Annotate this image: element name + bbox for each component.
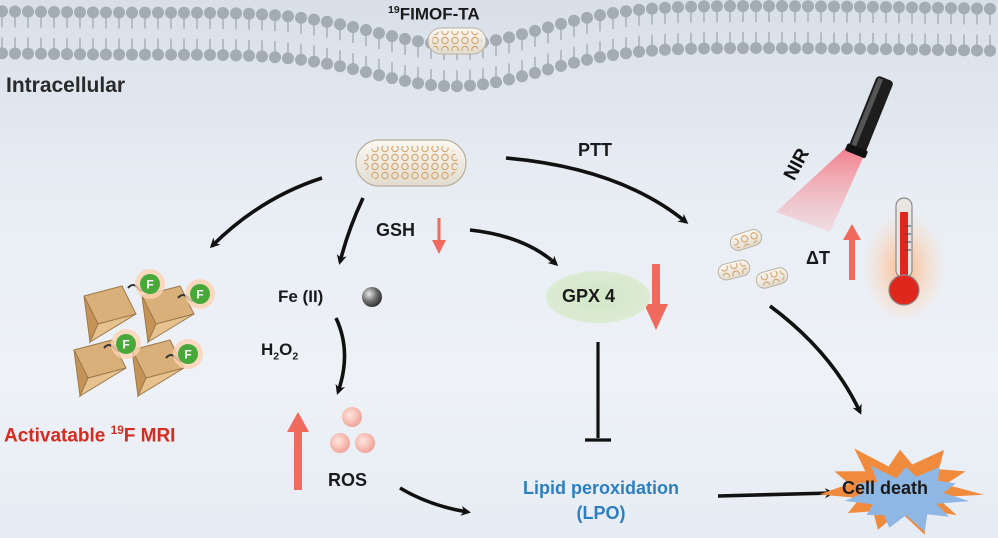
nir-laser: [776, 76, 893, 232]
cell-membrane: [0, 0, 996, 93]
lpo-label: Lipid peroxidation (LPO): [489, 478, 713, 524]
cell-death-burst-inner: [844, 466, 970, 532]
intracellular-label: Intracellular: [6, 74, 126, 97]
gpx4-label: GPX 4: [562, 286, 616, 306]
fluorine-label: F: [122, 338, 129, 352]
gpx4-decrease-arrow: [644, 264, 668, 330]
arrow-to-gpx4: [469, 228, 559, 267]
lpo-line-1: Lipid peroxidation: [523, 478, 679, 498]
ptt-label: PTT: [578, 140, 612, 160]
arrow-to-mri: [209, 176, 323, 249]
arrow-to-fe: [336, 197, 365, 265]
cell-death-label: Cell death: [842, 478, 929, 498]
fluorine-label: F: [184, 348, 191, 362]
nanoparticle-title: 19FIMOF-TA: [388, 4, 480, 24]
gsh-decrease-arrow: [432, 218, 446, 254]
mri-label: Activatable 19F MRI: [4, 424, 176, 447]
thermometer-icon: [862, 197, 946, 320]
arrow-ptt: [505, 156, 689, 224]
inhibition-gpx4-lpo: [585, 342, 611, 442]
ros-label: ROS: [328, 470, 368, 490]
fluorine-label: F: [196, 288, 203, 302]
arrow-ros-to-lpo: [399, 486, 471, 516]
arrow-h2o2-to-ros: [334, 317, 347, 395]
gsh-label: GSH: [376, 220, 416, 240]
heated-nanoparticles: [717, 229, 789, 289]
gpx4-bubble: [546, 271, 650, 323]
fe-label: Fe (II): [278, 287, 324, 306]
arrow-ptt-to-death: [768, 304, 862, 415]
ros-increase-arrow: [287, 412, 309, 490]
lpo-line-2: (LPO): [576, 503, 626, 523]
fluorine-label: F: [146, 278, 153, 292]
ros-spheres: [330, 407, 375, 453]
nanoparticle-membrane: [427, 27, 487, 55]
iron-ball: [362, 287, 382, 307]
fluorine-mof-cluster: F F F F: [73, 269, 215, 398]
arrow-lpo-to-death: [717, 488, 835, 499]
h2o2-label: H2O2: [261, 340, 299, 363]
delta-t-label: ΔT: [806, 248, 830, 268]
nanoparticle-main: [355, 139, 467, 187]
temperature-increase-arrow: [843, 224, 861, 280]
